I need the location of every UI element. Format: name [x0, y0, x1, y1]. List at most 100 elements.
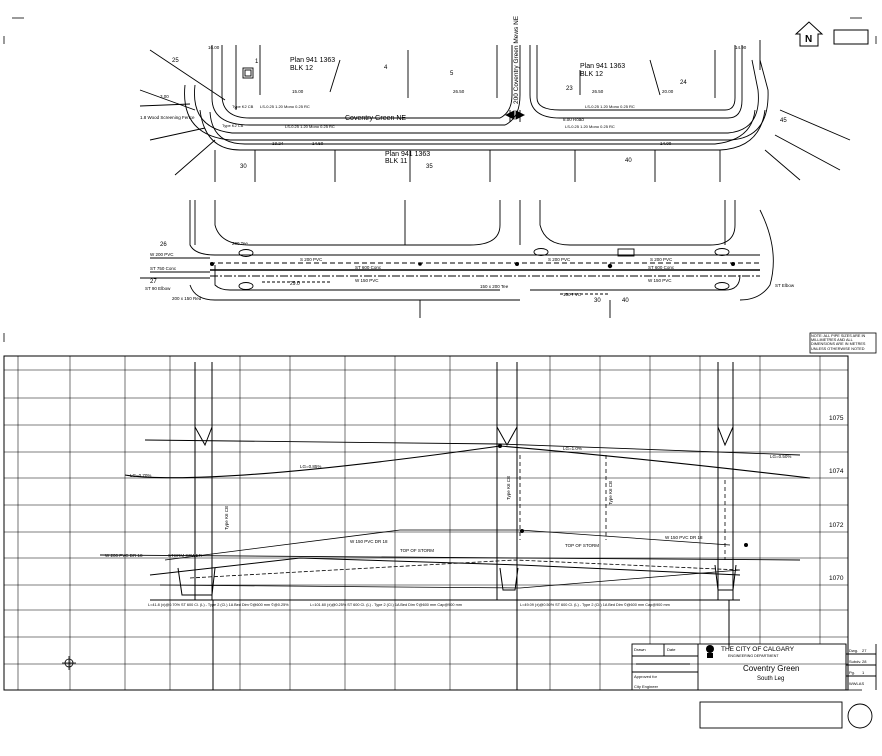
- sanitary-label: S 200 PVC: [300, 257, 323, 262]
- north-label: N: [805, 34, 812, 45]
- station-lines: [194, 362, 734, 690]
- dimension: 16.00: [208, 45, 220, 50]
- water-label: W 150 PVC: [355, 278, 379, 283]
- fitting-dots: [210, 262, 735, 269]
- plan-label: BLK 12: [580, 71, 603, 78]
- fitting-label: W 200 PVC: [150, 252, 174, 257]
- plan-label: Plan 941 1363: [385, 151, 430, 158]
- elevation-label: 1072: [829, 522, 844, 529]
- profile-grid: [4, 356, 848, 690]
- catch-basin-label: Type K6 CB: [506, 476, 511, 500]
- dimension: 3.00: [160, 94, 169, 99]
- lot-number: 30: [240, 164, 247, 170]
- lot-number: 4: [384, 65, 388, 71]
- fitting-label: 150 PVC: [563, 292, 582, 297]
- manhole-symbols: [238, 248, 730, 290]
- pipe-note: L=49.09 (±)@0.50% ST 600 Cl. (L) - Type …: [520, 603, 670, 607]
- street-name: Coventry Green NE: [345, 115, 406, 122]
- lot-number: 24: [680, 80, 687, 86]
- elevation-label: 1074: [829, 468, 844, 475]
- dimension: 15.00: [292, 89, 304, 94]
- sheet-label: WWLAS: [849, 681, 864, 686]
- dimension: 26.50: [453, 89, 465, 94]
- catch-basin-label: Type K6 CB: [224, 506, 229, 530]
- pipe-note: L=41.8 (±)@0.70% ST 600 Cl. (L) - Type 2…: [148, 603, 289, 607]
- note-text: NOTE: ALL PIPE SIZES ARE IN MILLIMETRES …: [811, 334, 866, 351]
- catch-basin-note: Type K2 CB: [232, 104, 254, 109]
- fitting-label: 200 x 150 Red: [172, 296, 202, 301]
- key-box: [833, 29, 869, 45]
- sheet-label: Subdv.: [849, 659, 861, 664]
- lot-number: 23: [566, 86, 573, 92]
- fitting-label: ST 750 Conc: [150, 266, 177, 271]
- plan-label: Plan 941 1363: [580, 63, 625, 70]
- sanitary-label: S 200 PVC: [548, 257, 571, 262]
- pipe-label: W 150 PVC DR 18: [350, 539, 388, 544]
- dimension: 14.50: [312, 141, 324, 146]
- survey-mark-icon: [62, 656, 76, 670]
- water-line-profile: [99, 554, 801, 561]
- grade-label: LG=0.70%: [130, 473, 151, 478]
- dimension: 26.50: [592, 89, 604, 94]
- title-label: City Engineer: [634, 684, 659, 689]
- dimension: 14.90: [735, 45, 747, 50]
- fitting-label: 200 Tee: [232, 241, 248, 246]
- storm-label: ST 600 Conc: [648, 265, 675, 270]
- pipe-label: W 200 PVC DR 18: [105, 553, 143, 558]
- catch-basin-label: Type K6 CB: [608, 481, 613, 505]
- cross-street-name: 200 Coventry Green Mews NE: [513, 15, 520, 104]
- fitting-label: ST 90 Elbow: [145, 286, 171, 291]
- dimension: 20.00: [662, 89, 674, 94]
- profile-lines: [99, 426, 811, 601]
- title-label: Approved for: [634, 674, 658, 679]
- city-crest-icon: [706, 645, 714, 658]
- project-subtitle: South Leg: [757, 676, 784, 682]
- lot-number: 40: [622, 298, 629, 304]
- storm-label: ST 600 Conc: [355, 265, 382, 270]
- dimension: 14.00: [660, 141, 672, 146]
- utility-plan-view: [140, 200, 774, 318]
- lot-number: 1: [255, 59, 259, 65]
- profile-frame: [3, 355, 849, 691]
- grade-label: LG=0.50%: [770, 454, 791, 459]
- lot-number: 45: [780, 118, 787, 124]
- storm-top-label: TOP OF STORM: [565, 543, 599, 548]
- pipe-label: W 150 PVC DR 18: [665, 535, 703, 540]
- title-label: Date: [667, 647, 676, 652]
- plan-label: BLK 12: [290, 65, 313, 72]
- sanitary-label: S 200 PVC: [650, 257, 673, 262]
- sheet-value: 28: [862, 659, 867, 664]
- org-name: THE CITY OF CALGARY: [721, 646, 795, 653]
- lot-number: 27: [150, 279, 157, 285]
- lot-number: 35: [426, 164, 433, 170]
- dimension: 8.00 Road: [563, 117, 584, 122]
- existing-grade-line: [144, 439, 801, 456]
- storm-profile-line: [149, 557, 741, 576]
- title-block: [631, 643, 877, 729]
- project-title: Coventry Green: [743, 664, 799, 673]
- dimension: 13.24: [272, 141, 284, 146]
- storm-top-label: TOP OF STORM: [400, 548, 434, 553]
- lot-number: 26: [160, 242, 167, 248]
- water-label: W 150 PVC: [648, 278, 672, 283]
- dept-name: ENGINEERING DEPARTMENT: [728, 654, 779, 658]
- sewer-note: LS-0.25 1.20 Mono 0.25 RC: [565, 124, 615, 129]
- pipe-label: STORM SEWER: [168, 553, 203, 558]
- elevation-label: 1075: [829, 415, 844, 422]
- plan-label: Plan 941 1363: [290, 57, 335, 64]
- fence-note: 1.8 Wood Screening Fence: [140, 115, 195, 120]
- grade-label: LG=1.0%: [563, 446, 582, 451]
- north-arrow-icon: [794, 21, 824, 47]
- title-label: Drawn: [634, 647, 646, 652]
- dimension: 29.0: [290, 281, 300, 287]
- sheet-label: Pg.: [849, 670, 855, 675]
- note-box: [809, 332, 877, 354]
- lot-number: 5: [450, 71, 454, 77]
- road-plan-view: [139, 40, 851, 182]
- sewer-note: LS-0.25 1.20 Mono 0.25 RC: [285, 124, 335, 129]
- plan-label: BLK 11: [385, 158, 408, 165]
- fitting-label: ST Elbow: [775, 283, 795, 288]
- finished-grade-line: [124, 445, 811, 479]
- sheet-value: 1: [862, 670, 865, 675]
